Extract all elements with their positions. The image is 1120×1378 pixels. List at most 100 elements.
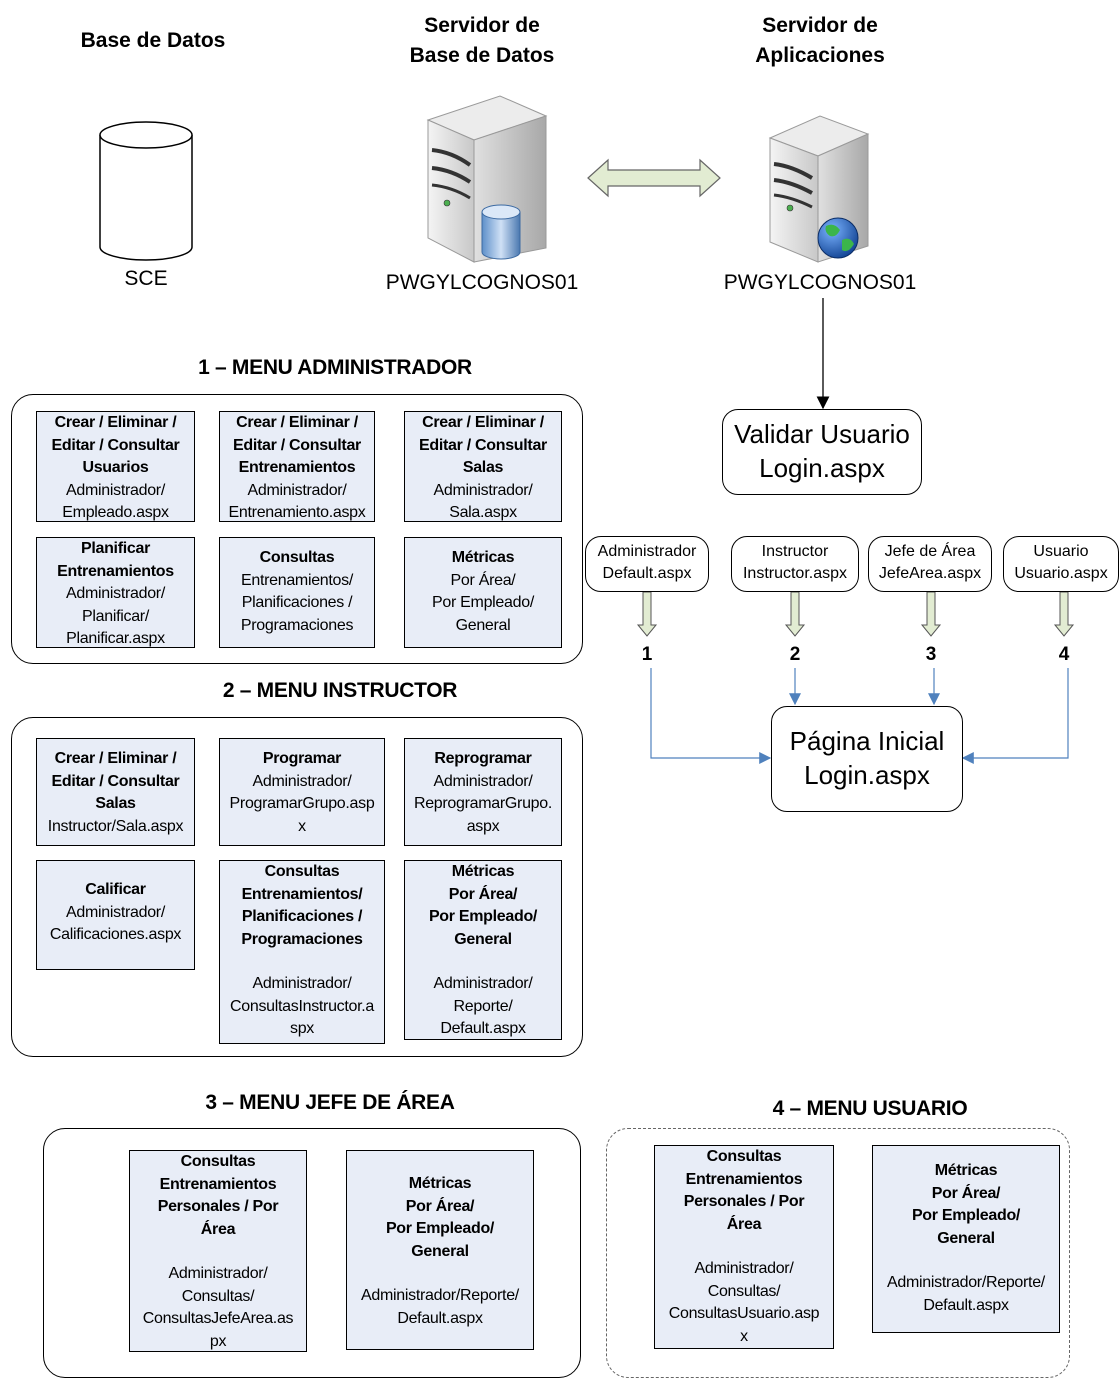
card-title: Usuarios [82,459,149,476]
menu-card: Crear / Eliminar / Editar / Consultar Sa… [404,411,562,522]
card-title: Entrenamientos [57,562,174,580]
card-title: Consultas [264,863,340,880]
menu-admin-title: 1 – MENU ADMINISTRADOR [198,356,472,379]
db-server-icon [426,95,548,263]
card-title: Área [726,1215,762,1233]
card-text: aspx [466,817,500,835]
card-title: Por Empleado/ [428,908,538,925]
card-title: Programaciones [241,930,363,948]
menu-jefe-title: 3 – MENU JEFE DE ÁREA [205,1091,455,1114]
menu-card: Consultas Entrenamientos Personales / Po… [654,1145,834,1349]
card-text: Administrador/ [252,975,352,992]
card-text: Administrador/Reporte/ [361,1287,519,1304]
card-title: Métricas [408,1175,472,1192]
card-title: Crear / Eliminar / [422,414,544,431]
card-text: Empleado.aspx [62,504,169,521]
menu-card: Crear / Eliminar / Editar / Consultar Sa… [36,738,195,846]
card-text: Consultas/ [181,1287,255,1305]
card-text: Entrenamiento.aspx [228,504,366,521]
card-text: Sala.aspx [449,504,517,521]
card-text: Planificar/ [82,607,149,625]
menu-card: Consultas Entrenamientos/ Planificacione… [219,860,385,1044]
card-title: Por Área/ [405,1197,475,1215]
card-text: ProgramarGrupo.asp [229,795,375,812]
card-text: Planificaciones / [241,594,353,611]
card-title: General [454,930,512,948]
home-page-box: Página Inicial Login.aspx [771,706,963,812]
role-number-2: 2 [789,644,801,665]
card-title: Entrenamientos/ [241,885,363,903]
card-text: General [455,616,511,634]
card-text: Default.aspx [440,1020,526,1037]
card-text: Administrador/ [694,1260,794,1277]
card-text: Administrador/ [433,975,533,992]
role-down-arrows [636,591,1075,637]
card-text: Instructor/Sala.aspx [47,817,184,835]
menu-usuario-title: 4 – MENU USUARIO [772,1097,968,1120]
card-title: Salas [462,459,504,476]
card-text: Calificaciones.aspx [49,926,182,943]
card-title: Crear / Eliminar / [54,414,177,431]
card-text: Entrenamientos/ [240,571,353,589]
menu-card: Programar Administrador/ ProgramarGrupo.… [219,738,385,846]
card-text: Administrador/ [66,481,165,499]
card-text: Consultas/ [707,1282,781,1300]
role-number-4: 4 [1058,644,1070,665]
card-title: Crear / Eliminar / [54,750,177,767]
menu-card: Crear / Eliminar / Editar / Consultar Us… [36,411,195,522]
role-label: Instructor [761,543,829,560]
validate-user-line1: Validar Usuario [734,419,910,449]
role-page: Default.aspx [602,565,692,582]
card-title: Calificar [85,881,146,898]
card-text: Administrador/ [247,481,347,499]
card-text: Planificar.aspx [66,630,165,647]
card-text: x [298,817,306,835]
card-title: Métricas [451,549,515,566]
app-server-host-label: PWGYLCOGNOS01 [723,271,917,294]
role-page: Usuario.aspx [1014,565,1108,582]
validate-user-line2: Login.aspx [759,453,885,483]
card-title: Consultas [706,1148,782,1165]
card-title: Crear / Eliminar / [236,414,358,431]
home-page-line2: Login.aspx [804,760,930,790]
role-admin-box: Administrador Default.aspx [585,536,709,592]
card-text: Administrador/ [433,772,533,790]
card-title: Consultas [259,549,335,566]
card-title: Por Empleado/ [911,1207,1021,1224]
card-title: Editar / Consultar [51,772,180,790]
card-text: Administrador/ [168,1265,268,1282]
role-jefe-box: Jefe de Área JefeArea.aspx [868,536,992,592]
card-title: Programar [262,750,342,767]
card-text: Administrador/Reporte/ [887,1274,1045,1291]
card-title: Entrenamientos [238,459,356,476]
card-title: Editar / Consultar [51,436,180,454]
menu-card: Consultas Entrenamientos Personales / Po… [129,1150,307,1352]
role-label: Jefe de Área [884,543,976,560]
database-header: Base de Datos [80,29,226,52]
card-title: Reprogramar [434,750,532,767]
menu-card: Calificar Administrador/ Calificaciones.… [36,860,195,970]
card-title: Por Área/ [448,885,518,903]
card-title: General [411,1242,469,1260]
menu-card: Métricas Por Área/ Por Empleado/ General… [872,1145,1060,1333]
validate-user-box: Validar Usuario Login.aspx [722,409,922,495]
card-title: Personales / Por [157,1198,279,1215]
card-text: px [209,1332,227,1350]
card-text: Por Empleado/ [432,594,534,611]
card-title: Área [200,1220,236,1238]
card-title: Métricas [451,863,515,880]
card-text: Por Área/ [450,571,516,589]
blue-connectors [650,668,1069,764]
db-server-header-line1: Servidor de [424,14,540,37]
db-server-header-line2: Base de Datos [409,44,555,67]
card-text: ConsultasUsuario.asp [668,1305,820,1322]
app-server-header-line1: Servidor de [762,14,878,37]
database-cylinder-icon [99,121,193,261]
card-text: Programaciones [240,616,354,634]
role-label: Usuario [1033,543,1089,560]
card-text: Administrador/ [66,903,165,921]
menu-card: Métricas Por Área/ Por Empleado/ General… [346,1150,534,1350]
home-page-line1: Página Inicial [789,726,945,756]
card-text: ConsultasJefeArea.as [142,1310,294,1327]
role-page: Instructor.aspx [742,565,848,582]
